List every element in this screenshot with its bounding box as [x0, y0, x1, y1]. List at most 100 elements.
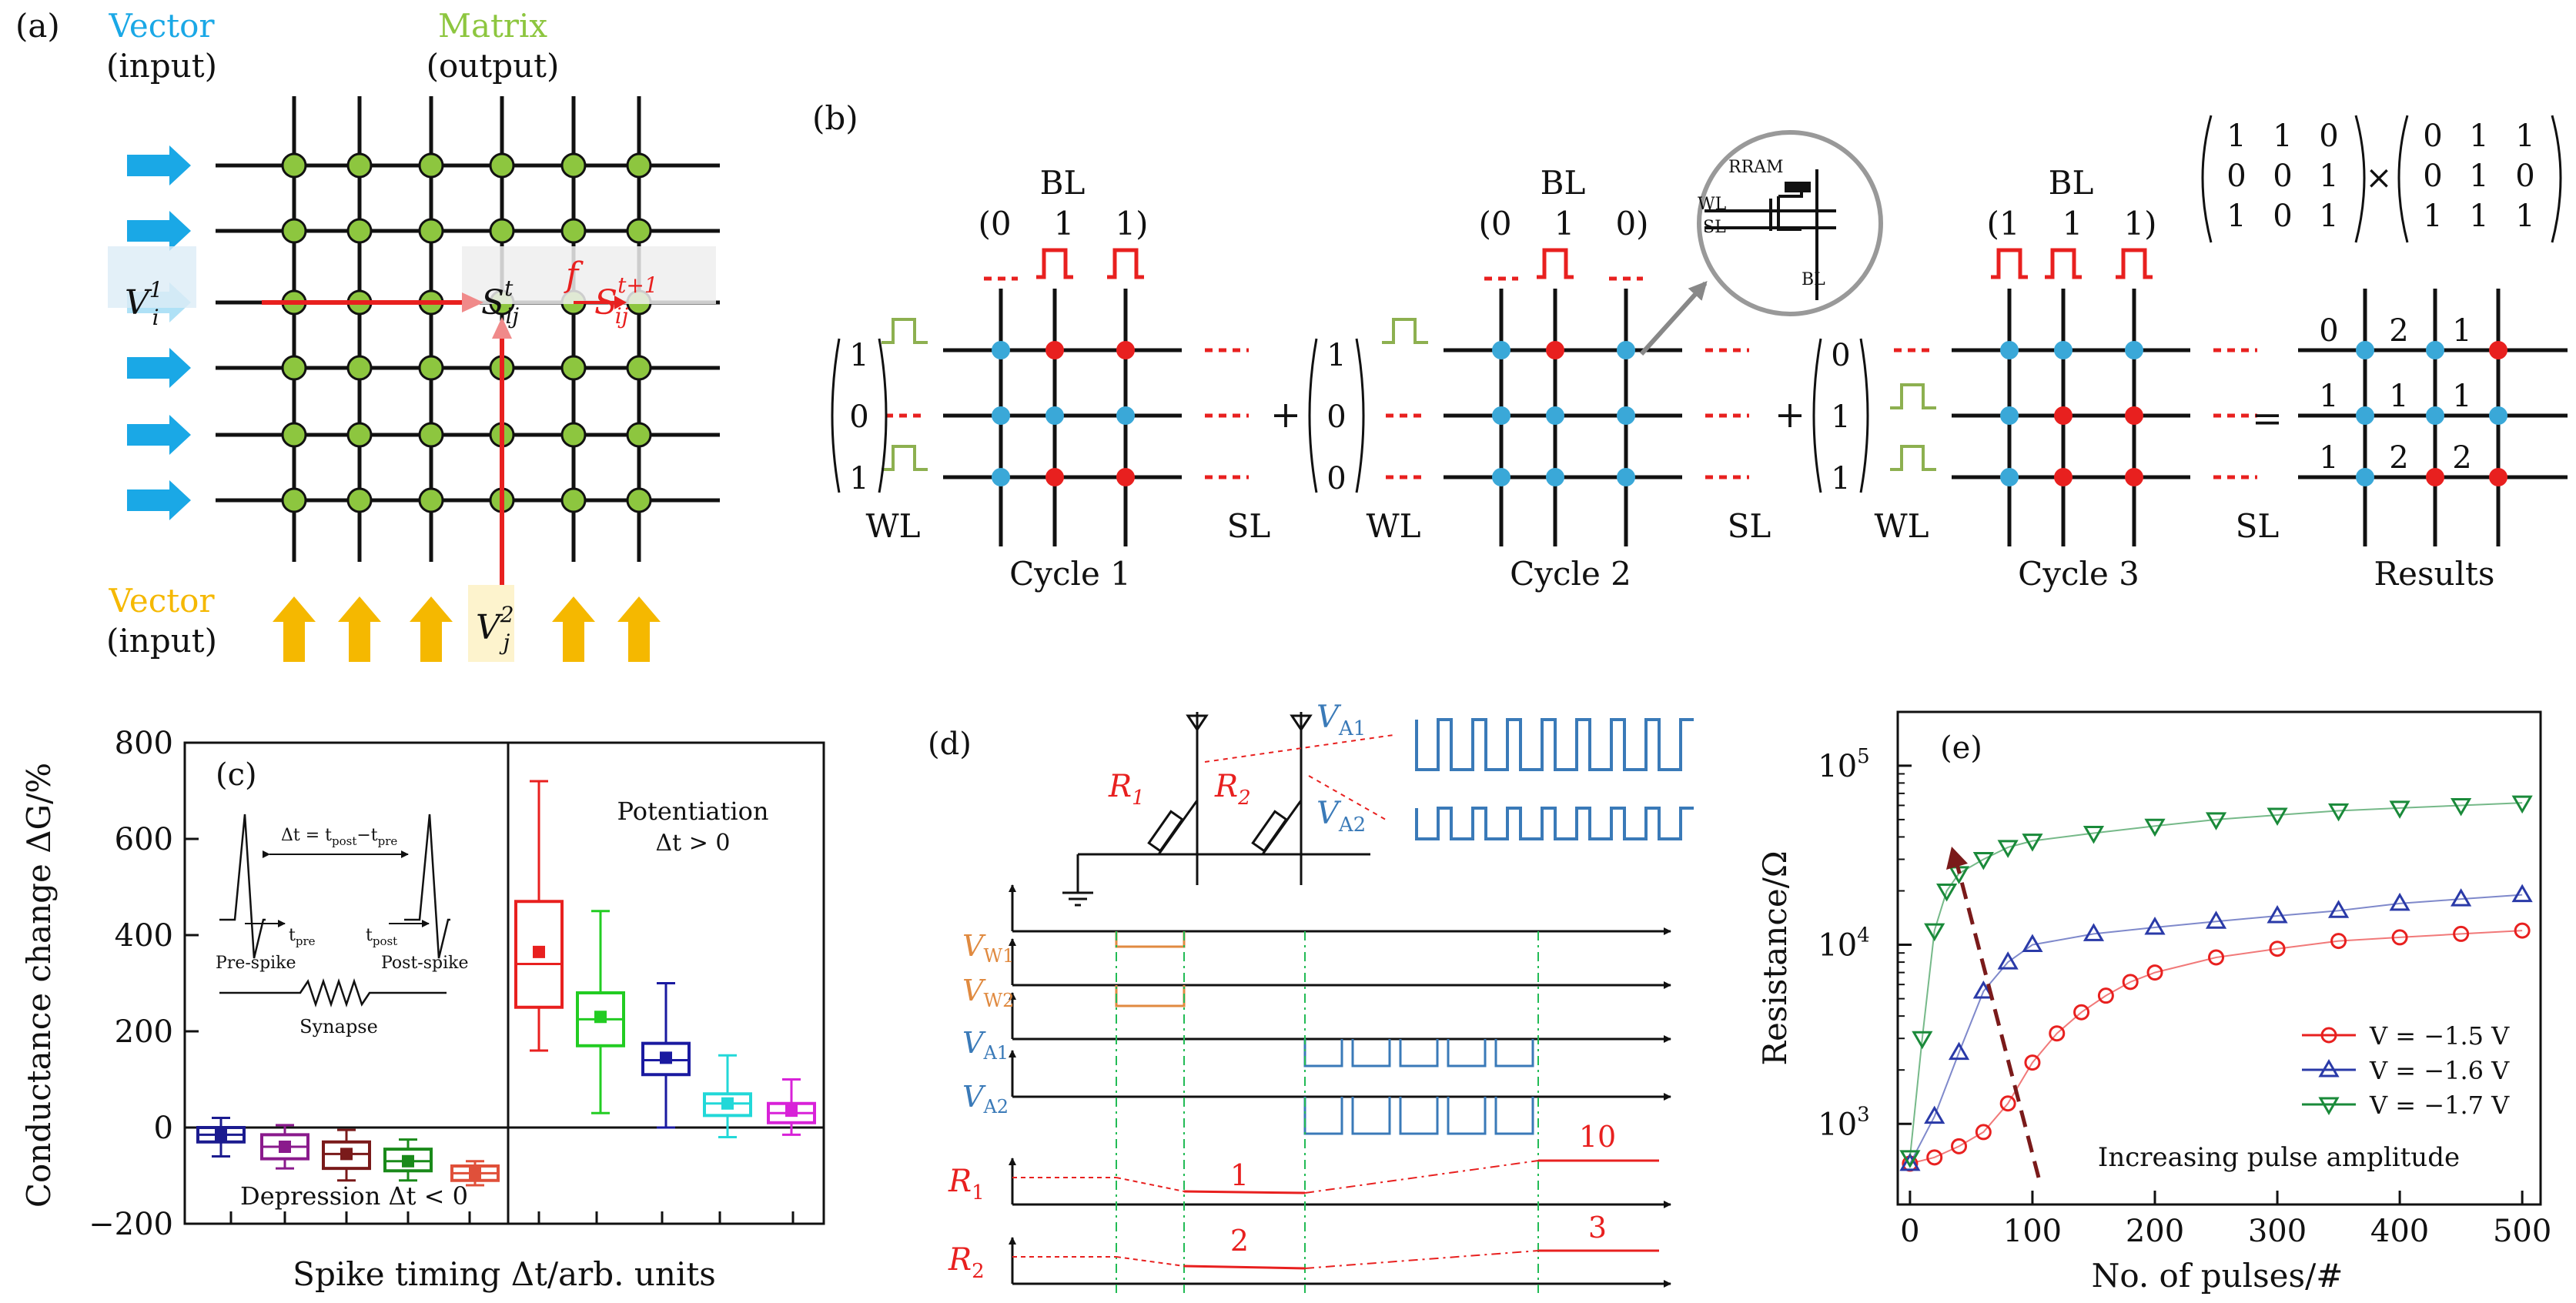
vw1-base: V — [962, 929, 986, 963]
crossbar-node-r1c1 — [281, 152, 307, 179]
r1-sub: 1 — [1132, 787, 1145, 810]
legend-marker-2 — [2318, 1059, 2340, 1077]
dt-eq-base: Δt = t — [281, 826, 332, 845]
panel-e-data — [1899, 795, 2533, 1172]
e-ytick-base-1: 10 — [1818, 1107, 1857, 1142]
cycle-1-label: Cycle 1 — [1009, 555, 1131, 593]
series-2-point-4 — [1972, 980, 1994, 999]
cycle-1-sl-label: SL — [1227, 507, 1271, 545]
cycle-3-vec-entry-1: 0 — [1831, 338, 1850, 373]
circuit-schematic: R1 R2 VA1 VA2 — [1062, 700, 1694, 907]
e-ytick-exp-2: 4 — [1857, 924, 1870, 947]
dt-eq-minus: −t — [356, 826, 377, 845]
panel-c-boxes — [196, 780, 816, 1187]
row-r1-label: R1 — [948, 1164, 985, 1204]
box-3 — [322, 1128, 371, 1182]
legend-marker-1 — [2320, 1027, 2337, 1044]
box-8-iqr — [641, 1041, 691, 1077]
matrix-b-r1c1: 0 — [2423, 119, 2442, 154]
cycle-1-wl-pulse-1 — [882, 318, 928, 344]
cycle-1-cell-r3c1 — [992, 468, 1010, 486]
crossbar-node-r6c6 — [626, 487, 652, 513]
e-xtick-label-3: 200 — [2126, 1214, 2184, 1249]
vw2-sub: W2 — [983, 990, 1014, 1011]
e-ytick-base-3: 10 — [1818, 749, 1857, 784]
cycle-3-cell-r3c2 — [2054, 468, 2073, 486]
cycle-3-wl-pulse-3 — [1890, 445, 1936, 471]
pre-spike-waveform — [219, 814, 266, 959]
rram-element — [1785, 182, 1811, 192]
series-2-point-10 — [2267, 904, 2288, 924]
crossbar-node-r4c1 — [281, 355, 307, 381]
inset-wl-text: WL — [1698, 195, 1727, 214]
cycle-2-cell-r2c2 — [1546, 406, 1564, 425]
box-4-iqr — [383, 1148, 433, 1173]
result-cell-r2c1 — [2356, 406, 2374, 425]
va1-base: V — [1316, 700, 1342, 735]
cycle-1-bl-value-3: 1) — [1115, 205, 1148, 242]
row-va2-sub: A2 — [982, 1096, 1009, 1118]
box-9 — [703, 1054, 752, 1138]
box-5 — [450, 1160, 500, 1187]
t-pre-sub: pre — [296, 934, 316, 948]
panel-a-label: (a) — [15, 7, 60, 45]
series-2-point-7 — [2083, 923, 2105, 941]
cycle-3-vec-left-bracket — [1812, 338, 1822, 493]
input-arrow-bottom-1 — [273, 596, 316, 662]
crossbar-node-r1c4 — [489, 152, 515, 179]
result-cell-r1c2 — [2426, 341, 2444, 359]
cycle-3-vec-entry-2: 1 — [1831, 399, 1850, 435]
vector-top-label: Vector — [108, 7, 215, 45]
e-xtick-label-4: 300 — [2248, 1214, 2307, 1249]
s-t-sub: ij — [505, 303, 519, 329]
matrix-b-left-bracket — [2397, 115, 2409, 243]
legend-marker-3 — [2318, 1097, 2340, 1115]
synapse-resistor — [219, 978, 447, 1007]
crossbar-node-r5c5 — [560, 422, 587, 448]
input-arrow-bottom-5 — [617, 596, 661, 662]
box-10-mean — [785, 1104, 798, 1118]
matrix-b-r2c3: 0 — [2515, 159, 2534, 194]
cycle-3-bl-label: BL — [2049, 164, 2094, 202]
cycle-3-cell-r2c1 — [2000, 406, 2019, 425]
cycle-3-sl-label: SL — [2236, 507, 2280, 545]
input-arrow-left-6 — [127, 480, 191, 520]
timing-rows — [1009, 884, 1671, 1293]
series-3-point-4 — [1936, 883, 1958, 902]
input-arrow-left-4 — [127, 348, 191, 388]
series-1 — [1902, 922, 2531, 1172]
matrix-b-right-bracket — [2551, 115, 2562, 243]
r1-state-1 — [1183, 1190, 1306, 1194]
panel-e-ylabel: Resistance/Ω — [1756, 850, 1794, 1065]
panel-a-crossbar: (a) Vector (input) Matrix (output) Vecto… — [15, 7, 720, 662]
matrix-a-r1c1: 1 — [2226, 119, 2246, 154]
cycle-1-vec-entry-3: 1 — [849, 461, 868, 496]
t-post-sub: post — [373, 934, 397, 948]
matrix-a-r1c3: 0 — [2319, 119, 2338, 154]
matrix-a-r2c1: 0 — [2226, 159, 2246, 194]
crossbar-node-r2c5 — [560, 218, 587, 244]
box-1 — [196, 1117, 246, 1158]
series-1-point-6 — [2024, 1054, 2041, 1071]
vj-sup: 2 — [500, 602, 514, 627]
ytick-label-4: 200 — [115, 1014, 173, 1050]
ytick-label-6: −200 — [89, 1207, 173, 1242]
matrix-b-r1c2: 1 — [2469, 119, 2488, 154]
cycle-3-cell-r3c1 — [2000, 468, 2019, 486]
crossbar-node-r4c2 — [346, 355, 373, 381]
cycle-1-vec-entry-1: 1 — [849, 338, 868, 373]
cycle-2-bl-value-1: (0 — [1478, 205, 1511, 242]
r2-value-3: 3 — [1588, 1211, 1607, 1245]
transistor-symbol — [1769, 187, 1803, 231]
result-cell-r3c3 — [2489, 468, 2507, 486]
box-8-mean — [660, 1051, 672, 1064]
series-2-point-13 — [2451, 888, 2472, 907]
r1-transition — [1116, 1177, 1185, 1192]
series-3-point-2 — [1912, 1031, 1933, 1050]
stdp-inset: Δt = tpost−tpre tpre tpost Pre-spike Pos… — [216, 814, 468, 1037]
cycle-1-vec-entry-2: 0 — [849, 399, 868, 435]
